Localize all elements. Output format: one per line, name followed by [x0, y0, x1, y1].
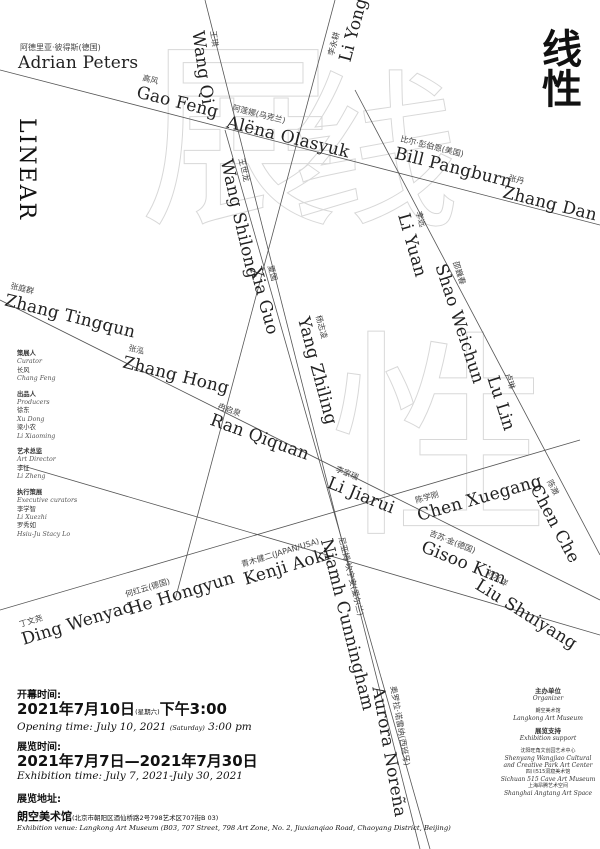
credit-curator-role: 策展人	[17, 350, 36, 357]
line-7	[224, 129, 431, 849]
support-item-en: Sichuan 515 Cave Art Museum	[500, 776, 596, 783]
opening-date-zh: 2021年7月10日(星期六)下午3:00	[17, 701, 252, 721]
organizer-name-en: Langkong Art Museum	[513, 715, 583, 722]
credit-curator: 策展人 Curator 长风 Chang Feng	[17, 350, 117, 384]
venue-zh: 朗空美术馆(北京市朝阳区酒仙桥路2号798艺术区707街B 03)	[17, 805, 457, 824]
opening-time-en: 3:00 pm	[208, 721, 252, 733]
support-label: 展览支持	[535, 727, 561, 735]
credit-art-director-name: 李征	[17, 464, 30, 472]
exhibition-date-zh: 2021年7月7日—2021年7月30日	[17, 752, 258, 770]
opening-weekday: (星期六)	[135, 708, 160, 716]
opening-block: 开幕时间: 2021年7月10日(星期六)下午3:00 Opening time…	[17, 686, 252, 735]
credit-exec-role: 执行策展	[17, 488, 43, 496]
credit-curator-role-en: Curator	[17, 358, 42, 366]
opening-label: 开幕时间:	[17, 690, 61, 701]
exhibition-block: 展览时间: 2021年7月7日—2021年7月30日 Exhibition ti…	[17, 738, 258, 783]
credit-curator-name-en: Chang Feng	[17, 375, 56, 383]
line-3	[204, 0, 421, 849]
venue-name: 朗空美术馆	[17, 810, 72, 823]
line-8	[19, 464, 600, 636]
line-1	[0, 69, 600, 226]
credit-art-director-role-en: Art Director	[17, 456, 56, 464]
support-label-en: Exhibition support	[519, 735, 577, 742]
venue-block: 展览地址: 朗空美术馆(北京市朝阳区酒仙桥路2号798艺术区707街B 03) …	[17, 790, 457, 832]
credit-art-director: 艺术总监 Art Director 李征 Li Zheng	[17, 448, 117, 482]
opening-date: 2021年7月10日	[17, 700, 136, 718]
credit-producer-name-en: Li Xiaoming	[17, 432, 56, 440]
organizer-label: 主办单位	[535, 687, 561, 695]
credit-art-director-name-en: Li Zheng	[17, 473, 46, 481]
credit-producers: 出品人 Producers 徐东 Xu Dong 梁小农 Li Xiaoming	[17, 391, 117, 441]
opening-date-en: Opening time: July 10, 2021 (Saturday) 3…	[17, 721, 252, 735]
line-5	[354, 89, 600, 556]
credit-exec-name-en: Hsiu-Ju Stacy Lo	[17, 530, 71, 538]
credit-producer-name-en: Xu Dong	[17, 415, 45, 423]
organizers: 主办单位 Organizer 朗空美术馆 Langkong Art Museum…	[500, 687, 596, 798]
exhibition-label: 展览时间:	[17, 742, 61, 753]
venue-label: 展览地址:	[17, 794, 61, 805]
opening-time: 下午3:00	[159, 700, 227, 718]
venue-en: Exhibition venue: Langkong Art Museum (B…	[17, 824, 451, 832]
line-2	[174, 0, 336, 601]
artist-adrian-peters: 阿德里亚·彼得斯(德国)Adrian Peters	[18, 43, 139, 73]
support-item-en: Shanghai Angtang Art Space	[503, 790, 593, 797]
organizer-label-en: Organizer	[532, 695, 564, 702]
credit-exec-name: 罗秀如	[17, 522, 36, 530]
credit-producers-role: 出品人	[17, 390, 36, 398]
credits: 策展人 Curator 长风 Chang Feng 出品人 Producers …	[17, 350, 117, 546]
organizer-name: 朗空美术馆	[535, 708, 561, 714]
title-en: LINEAR	[14, 118, 39, 222]
support-item: 上海昂腾艺术空间	[527, 783, 568, 789]
line-4	[0, 299, 600, 601]
support-item-en: Shenyang Wangjiao Cultural and Creative …	[503, 755, 593, 769]
credit-exec: 执行策展 Executive curators 李学智 Li Xuezhi 罗秀…	[17, 489, 117, 539]
credit-producer-name: 徐东	[17, 407, 30, 415]
credit-exec-name: 李学智	[17, 505, 36, 513]
support-item: 四川515洞窟美术馆	[525, 769, 571, 775]
support-item: 沈阳旺角文创园艺术中心	[520, 748, 576, 754]
credit-art-director-role: 艺术总监	[17, 448, 43, 456]
credit-curator-name: 长风	[17, 366, 30, 374]
exhibition-date-en: Exhibition time: July 7, 2021-July 30, 2…	[17, 770, 243, 782]
credit-producers-role-en: Producers	[17, 399, 50, 407]
title-zh: 线性	[535, 28, 581, 108]
ghost-char-c: 性	[329, 312, 551, 568]
opening-weekday-en: (Saturday)	[169, 724, 205, 732]
credit-producer-name: 梁小农	[17, 424, 36, 432]
line-6	[0, 439, 581, 611]
ghost-char-b: 线	[289, 56, 461, 254]
credit-exec-role-en: Executive curators	[17, 497, 78, 505]
credit-exec-name-en: Li Xuezhi	[17, 513, 47, 521]
venue-address: (北京市朝阳区酒仙桥路2号798艺术区707街B 03)	[72, 814, 219, 822]
opening-date-en-text: Opening time: July 10, 2021	[17, 721, 167, 733]
